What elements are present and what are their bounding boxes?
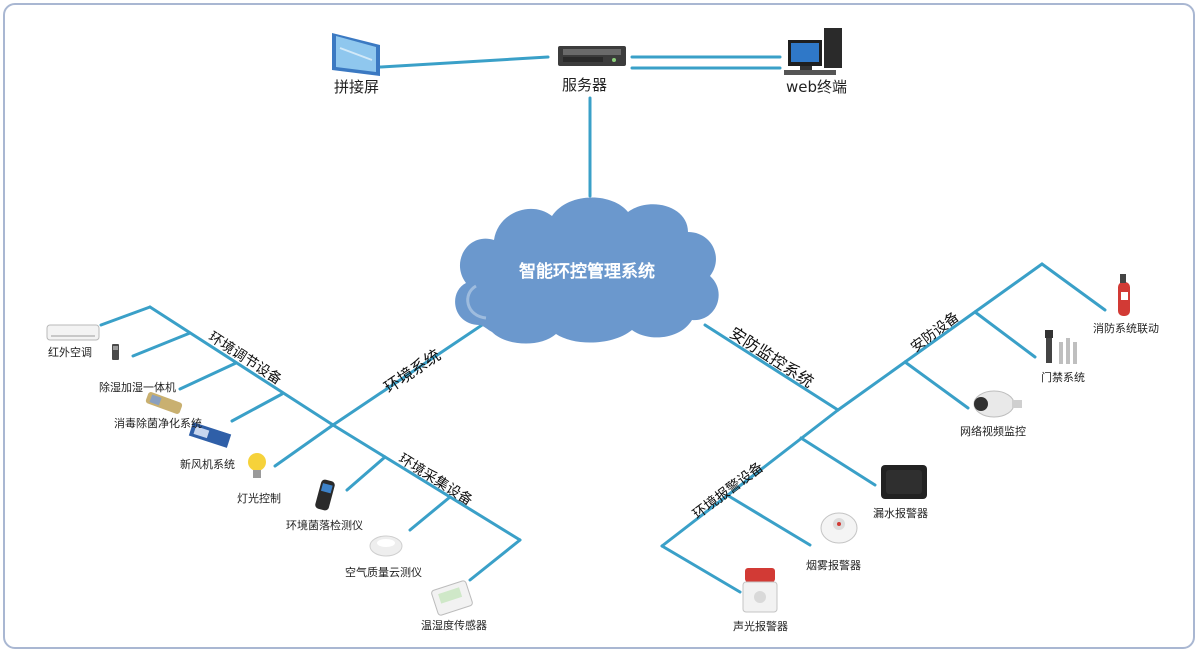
env-collect-branch-1	[345, 455, 387, 492]
temp-humidity-sensor-icon	[431, 580, 473, 616]
env-adjust-branch-3	[230, 392, 284, 423]
device-label-water-leak: 漏水报警器	[873, 507, 928, 520]
device-label-sound-light: 声光报警器	[733, 620, 788, 633]
server-icon	[558, 46, 626, 66]
water-leak-alarm-icon	[881, 465, 927, 499]
security-device-line	[836, 262, 1044, 412]
alarm-device-line	[660, 408, 840, 548]
env-adjust-branch-4	[273, 423, 335, 468]
device-label-light: 灯光控制	[237, 492, 281, 505]
dehumidifier-icon	[112, 344, 119, 360]
fire-extinguisher-icon	[1118, 274, 1130, 316]
colony-detector-icon	[315, 479, 335, 511]
device-label-video: 网络视频监控	[960, 425, 1026, 438]
env-adjust-branch-1	[131, 331, 192, 358]
connection-lines	[99, 55, 1107, 594]
core-system-title: 智能环控管理系统	[519, 262, 655, 282]
env-collect-branch-2	[408, 495, 452, 532]
device-label-smoke: 烟雾报警器	[806, 559, 861, 572]
sound-light-alarm-icon	[742, 568, 778, 613]
cloud-icon	[455, 197, 719, 344]
air-conditioner-icon	[46, 324, 100, 341]
web-terminal-icon	[784, 28, 842, 75]
screen-icon	[332, 33, 380, 76]
env-collect-branch-3	[468, 538, 522, 582]
smoke-alarm-icon	[820, 512, 858, 544]
access-control-icon	[1045, 330, 1077, 364]
env-collect-line	[331, 423, 522, 542]
alarm-branch-1	[799, 436, 877, 487]
env-adjust-line	[148, 305, 335, 427]
device-label-dehumidifier: 除湿加湿一体机	[99, 381, 176, 394]
device-label-fresh-air: 新风机系统	[180, 458, 235, 471]
fresh-air-icon	[188, 422, 232, 448]
security-branch-1	[973, 310, 1037, 359]
video-camera-icon	[973, 390, 1022, 418]
alarm-branch-2	[725, 493, 812, 547]
env-adjust-end	[99, 305, 152, 327]
security-device-end	[1040, 262, 1107, 312]
env-system-line	[331, 321, 487, 427]
server-screen-line	[378, 55, 550, 69]
server-label: 服务器	[562, 76, 608, 94]
air-quality-icon	[369, 535, 403, 557]
device-label-fire: 消防系统联动	[1093, 322, 1159, 335]
disinfection-icon	[145, 392, 183, 414]
device-label-temp-humidity: 温湿度传感器	[421, 619, 487, 632]
security-branch-2	[903, 360, 970, 410]
alarm-branch-3	[660, 544, 742, 594]
device-label-ac: 红外空调	[48, 346, 92, 359]
security-system-line	[703, 323, 840, 412]
light-bulb-icon	[248, 453, 266, 478]
device-label-disinfection: 消毒除菌净化系统	[114, 417, 202, 430]
env-adjust-branch-2	[178, 361, 238, 391]
web-terminal-label: web终端	[786, 78, 848, 96]
device-label-colony: 环境菌落检测仪	[286, 519, 363, 532]
device-label-air-quality: 空气质量云测仪	[345, 566, 422, 579]
screen-label: 拼接屏	[334, 78, 380, 96]
device-label-access: 门禁系统	[1041, 371, 1085, 384]
